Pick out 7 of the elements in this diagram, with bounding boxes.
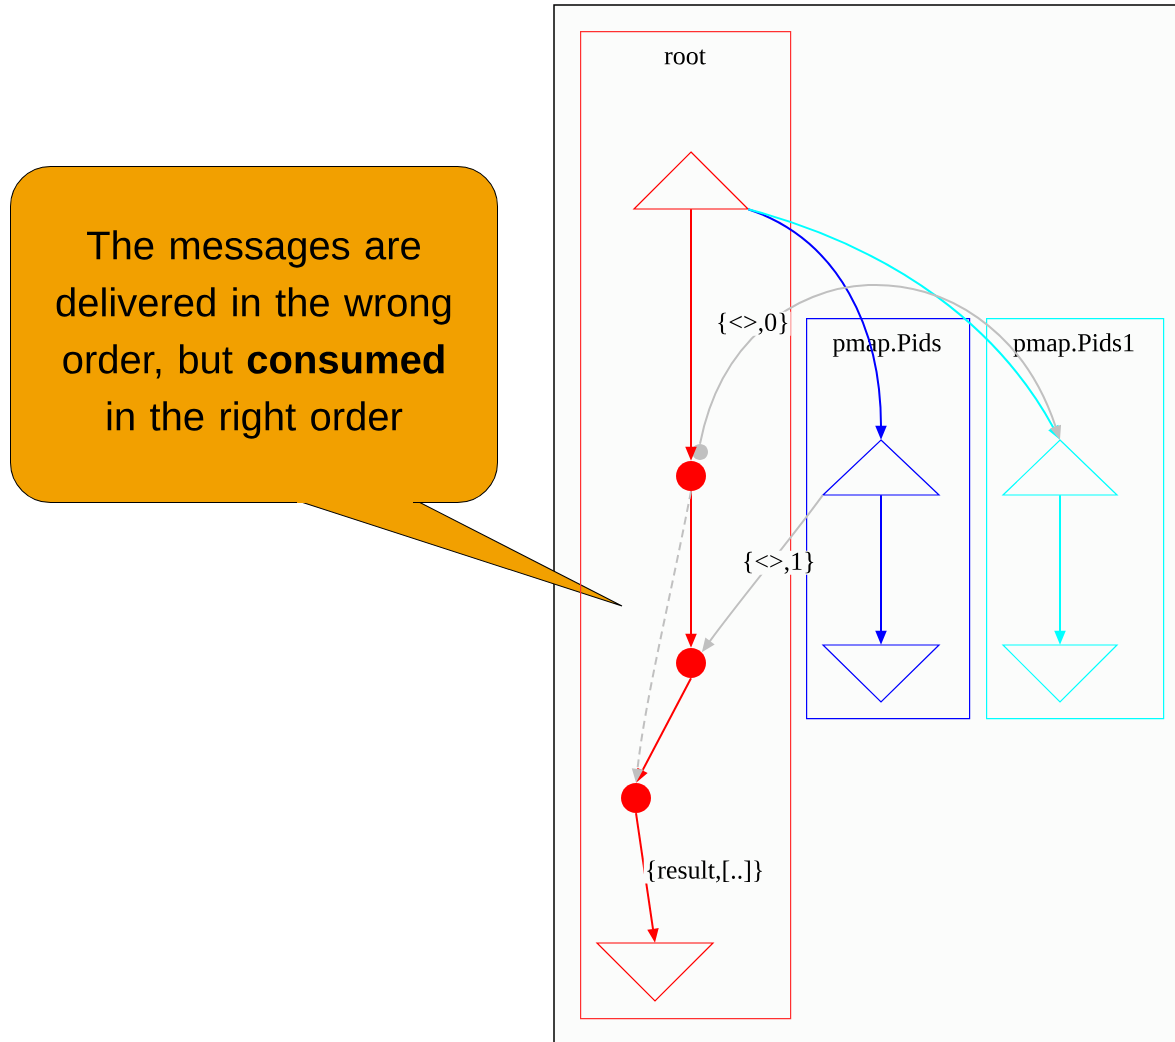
callout-bubble: The messages are delivered in the wrong order, but consumed in the right order	[10, 166, 623, 607]
dot	[676, 648, 706, 678]
dot	[676, 461, 706, 491]
arrow	[699, 284, 1062, 445]
dot	[621, 783, 651, 813]
edge-label: {result,[..]}	[643, 859, 766, 884]
cluster-box: pmap.Pids1	[986, 318, 1165, 720]
